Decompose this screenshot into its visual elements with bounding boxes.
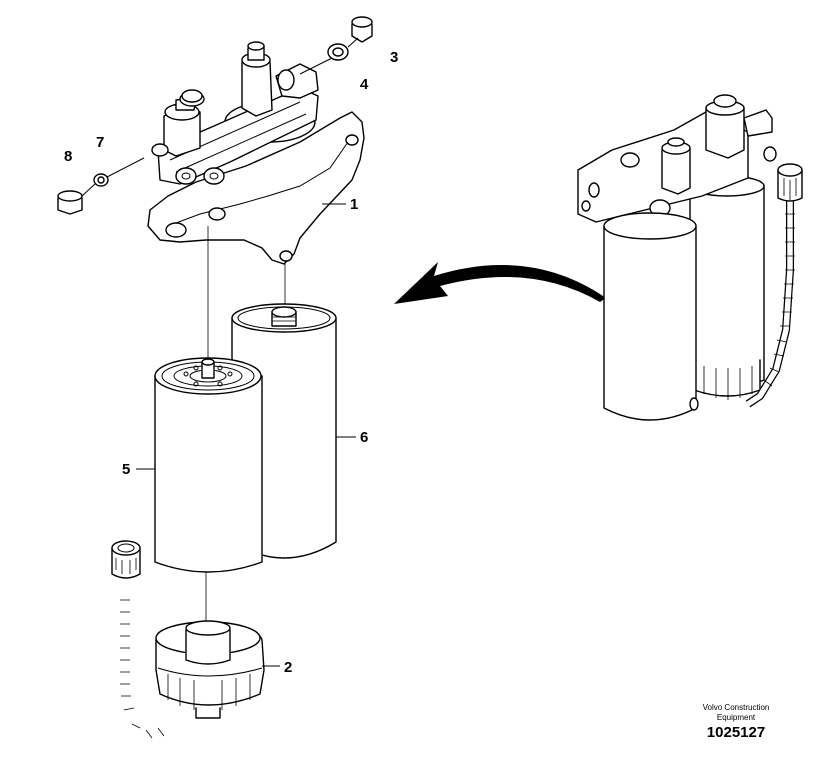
document-number: 1025127 (706, 724, 766, 741)
callout-1: 1 (350, 196, 358, 213)
water-separator-bowl-part-2 (155, 620, 265, 719)
callout-8: 8 (64, 148, 72, 165)
callout-6: 6 (360, 429, 368, 446)
filter-cartridge-part-5 (154, 357, 263, 573)
washer-part-4 (327, 43, 349, 61)
brand-line-2: Equipment (716, 713, 756, 722)
assembled-filter-view (577, 94, 803, 421)
callout-2: 2 (284, 659, 292, 676)
sensor-cable (111, 540, 185, 739)
washer-part-7 (93, 173, 109, 187)
callout-3: 3 (390, 49, 398, 66)
filter-bracket-housing (147, 41, 365, 265)
callout-5: 5 (122, 461, 130, 478)
plug-part-8 (57, 190, 83, 215)
assembly-direction-arrow (394, 262, 606, 304)
plug-part-3 (351, 16, 373, 43)
callout-4: 4 (360, 76, 369, 93)
callout-7: 7 (96, 134, 104, 151)
brand-line-1: Volvo Construction (702, 703, 770, 712)
